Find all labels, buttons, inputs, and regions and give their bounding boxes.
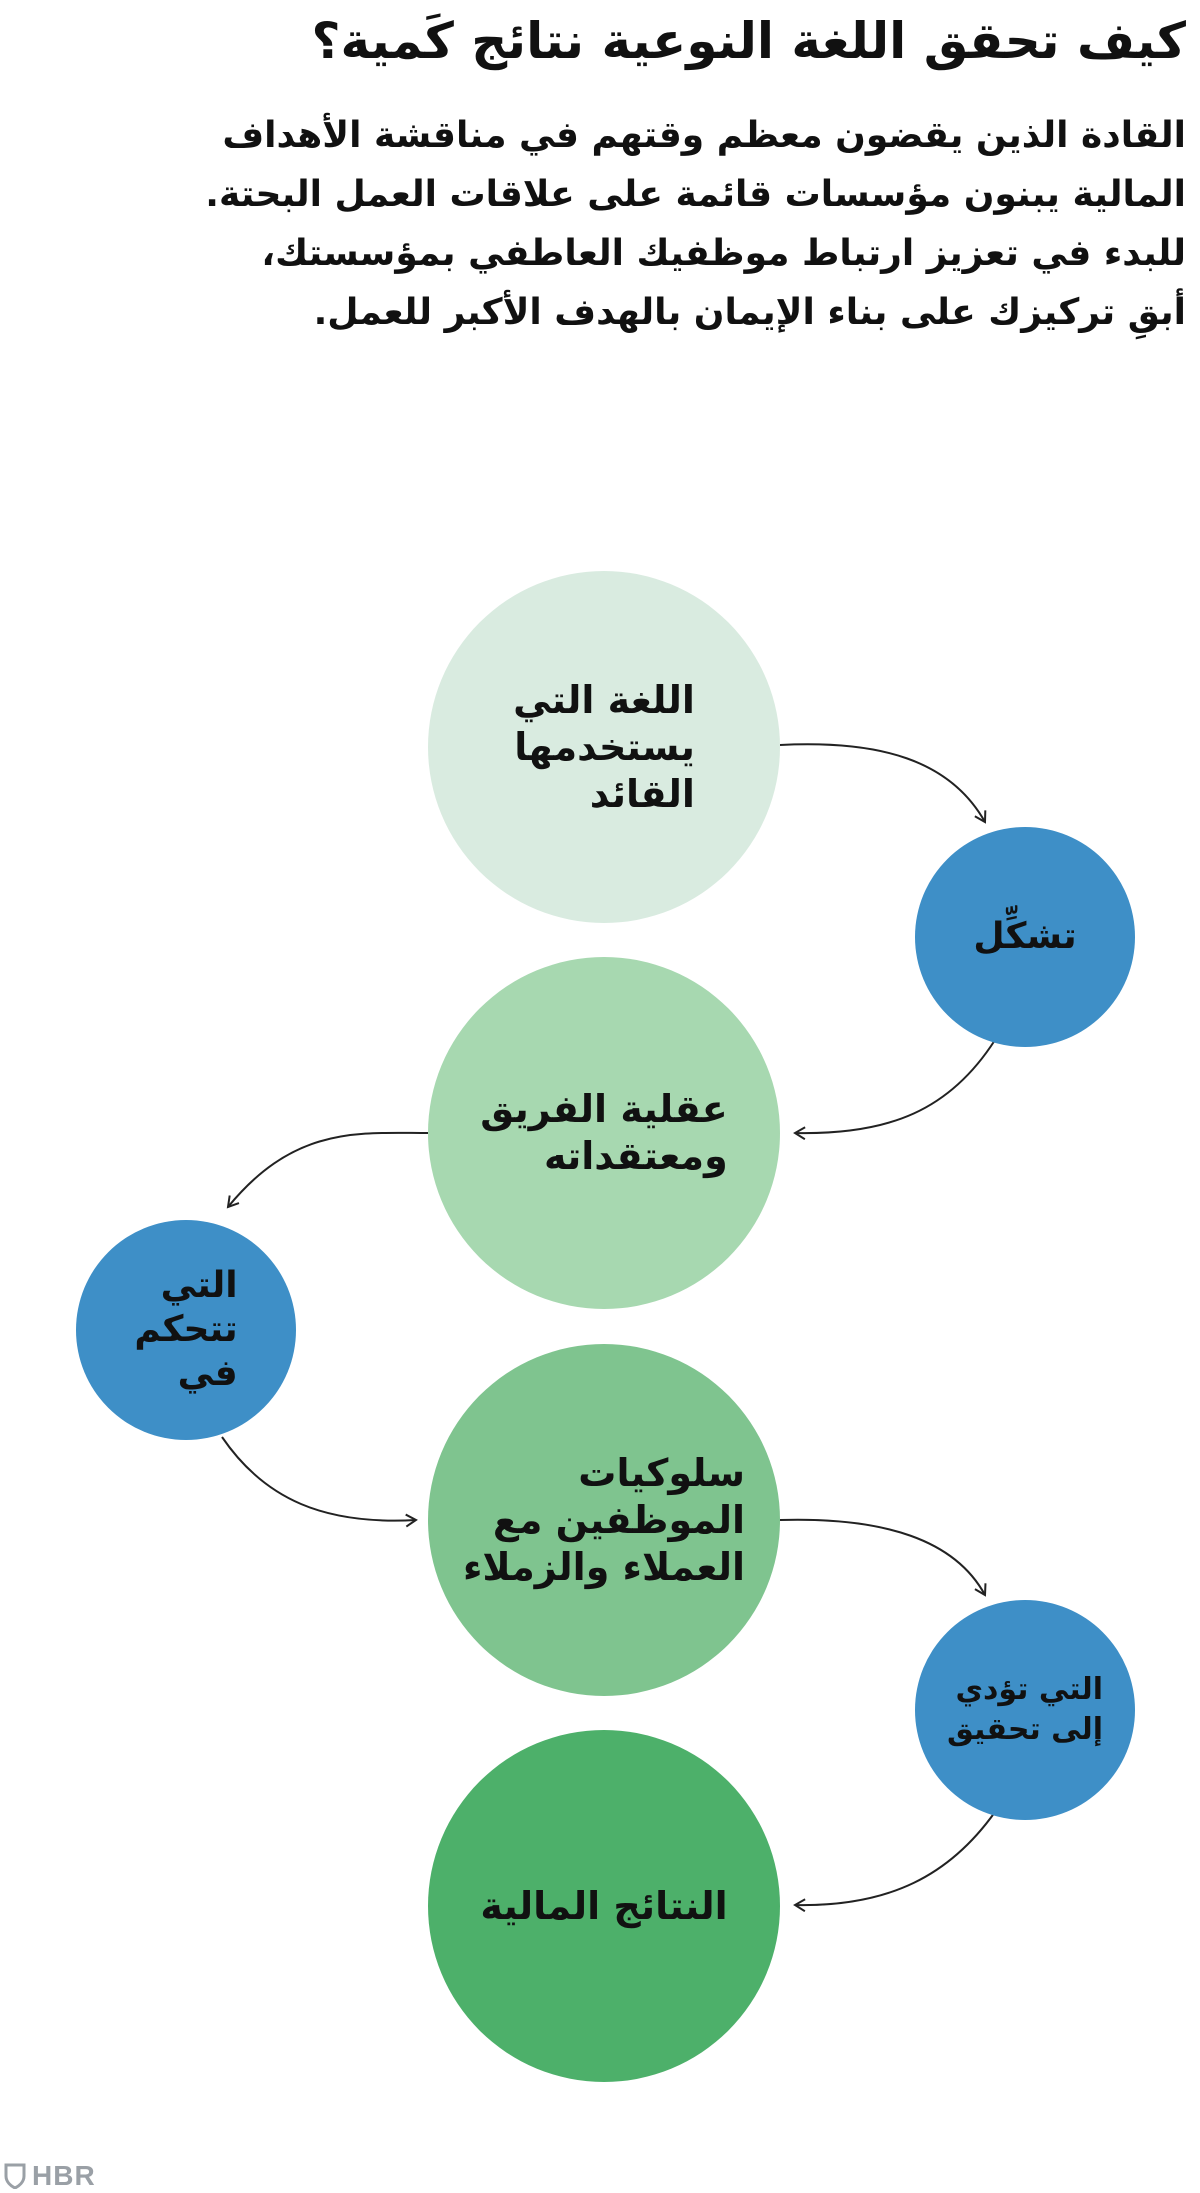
arrow-control-to-behaviors	[221, 1436, 418, 1528]
node-label-line: ومعتقداته	[543, 1134, 728, 1178]
arrow-lead-to-results	[793, 1811, 996, 1913]
node-which-control: التي تتحكم في	[76, 1220, 296, 1440]
node-label-line: سلوكيات	[578, 1450, 746, 1495]
node-label-line: في	[177, 1353, 238, 1394]
node-label-line: التي	[160, 1265, 238, 1306]
node-label-line: العملاء والزملاء	[462, 1544, 746, 1589]
arrow-language-to-shapes	[779, 743, 987, 824]
node-label-line: تتحكم	[134, 1309, 238, 1350]
node-label-line: اللغة التي	[513, 677, 695, 722]
node-label-line: إلى تحقيق	[946, 1712, 1104, 1747]
intro-line: القادة الذين يقضون معظم وقتهم في مناقشة …	[222, 115, 1186, 156]
shield-icon	[4, 2163, 26, 2189]
node-leader-language: اللغة التي يستخدمها القائد	[428, 571, 780, 923]
node-label-line: الموظفين مع	[492, 1497, 746, 1542]
node-team-mindset: عقلية الفريق ومعتقداته	[428, 957, 780, 1309]
node-label-line: القائد	[589, 771, 695, 816]
arrow-behaviors-to-lead	[779, 1518, 987, 1597]
intro-line: للبدء في تعزيز ارتباط موظفيك العاطفي بمؤ…	[261, 233, 1186, 274]
node-label: تشكِّل	[973, 915, 1076, 959]
node-label-line: التي تؤدي	[955, 1672, 1104, 1707]
node-label: اللغة التي يستخدمها القائد	[513, 677, 695, 818]
arrow-shapes-to-mindset	[793, 1039, 996, 1141]
node-label: سلوكيات الموظفين مع العملاء والزملاء	[463, 1450, 745, 1591]
node-financial-results: النتائج المالية	[428, 1730, 780, 2082]
node-label: التي تتحكم في	[134, 1264, 237, 1396]
node-label-line: النتائج المالية	[480, 1883, 728, 1928]
node-label: عقلية الفريق ومعتقداته	[480, 1086, 727, 1180]
node-shapes: تشكِّل	[915, 827, 1135, 1047]
node-label-line: يستخدمها	[514, 724, 695, 769]
node-employee-behaviors: سلوكيات الموظفين مع العملاء والزملاء	[428, 1344, 780, 1696]
arrow-mindset-to-control	[226, 1131, 429, 1209]
intro-line: المالية يبنون مؤسسات قائمة على علاقات ال…	[205, 174, 1186, 215]
logo-text: HBR	[32, 2160, 96, 2191]
page-title: كيف تحقق اللغة النوعية نتائج كَمية؟	[311, 12, 1186, 70]
intro-paragraph: القادة الذين يقضون معظم وقتهم في مناقشة …	[26, 106, 1186, 342]
node-label-line: عقلية الفريق	[480, 1087, 728, 1131]
node-which-lead-to: التي تؤدي إلى تحقيق	[915, 1600, 1135, 1820]
node-label-line: تشكِّل	[973, 916, 1077, 957]
intro-line: أبقِ تركيزك على بناء الإيمان بالهدف الأك…	[313, 292, 1186, 333]
hbr-logo: HBR	[4, 2160, 96, 2192]
node-label: التي تؤدي إلى تحقيق	[947, 1670, 1103, 1750]
node-label: النتائج المالية	[480, 1883, 727, 1930]
